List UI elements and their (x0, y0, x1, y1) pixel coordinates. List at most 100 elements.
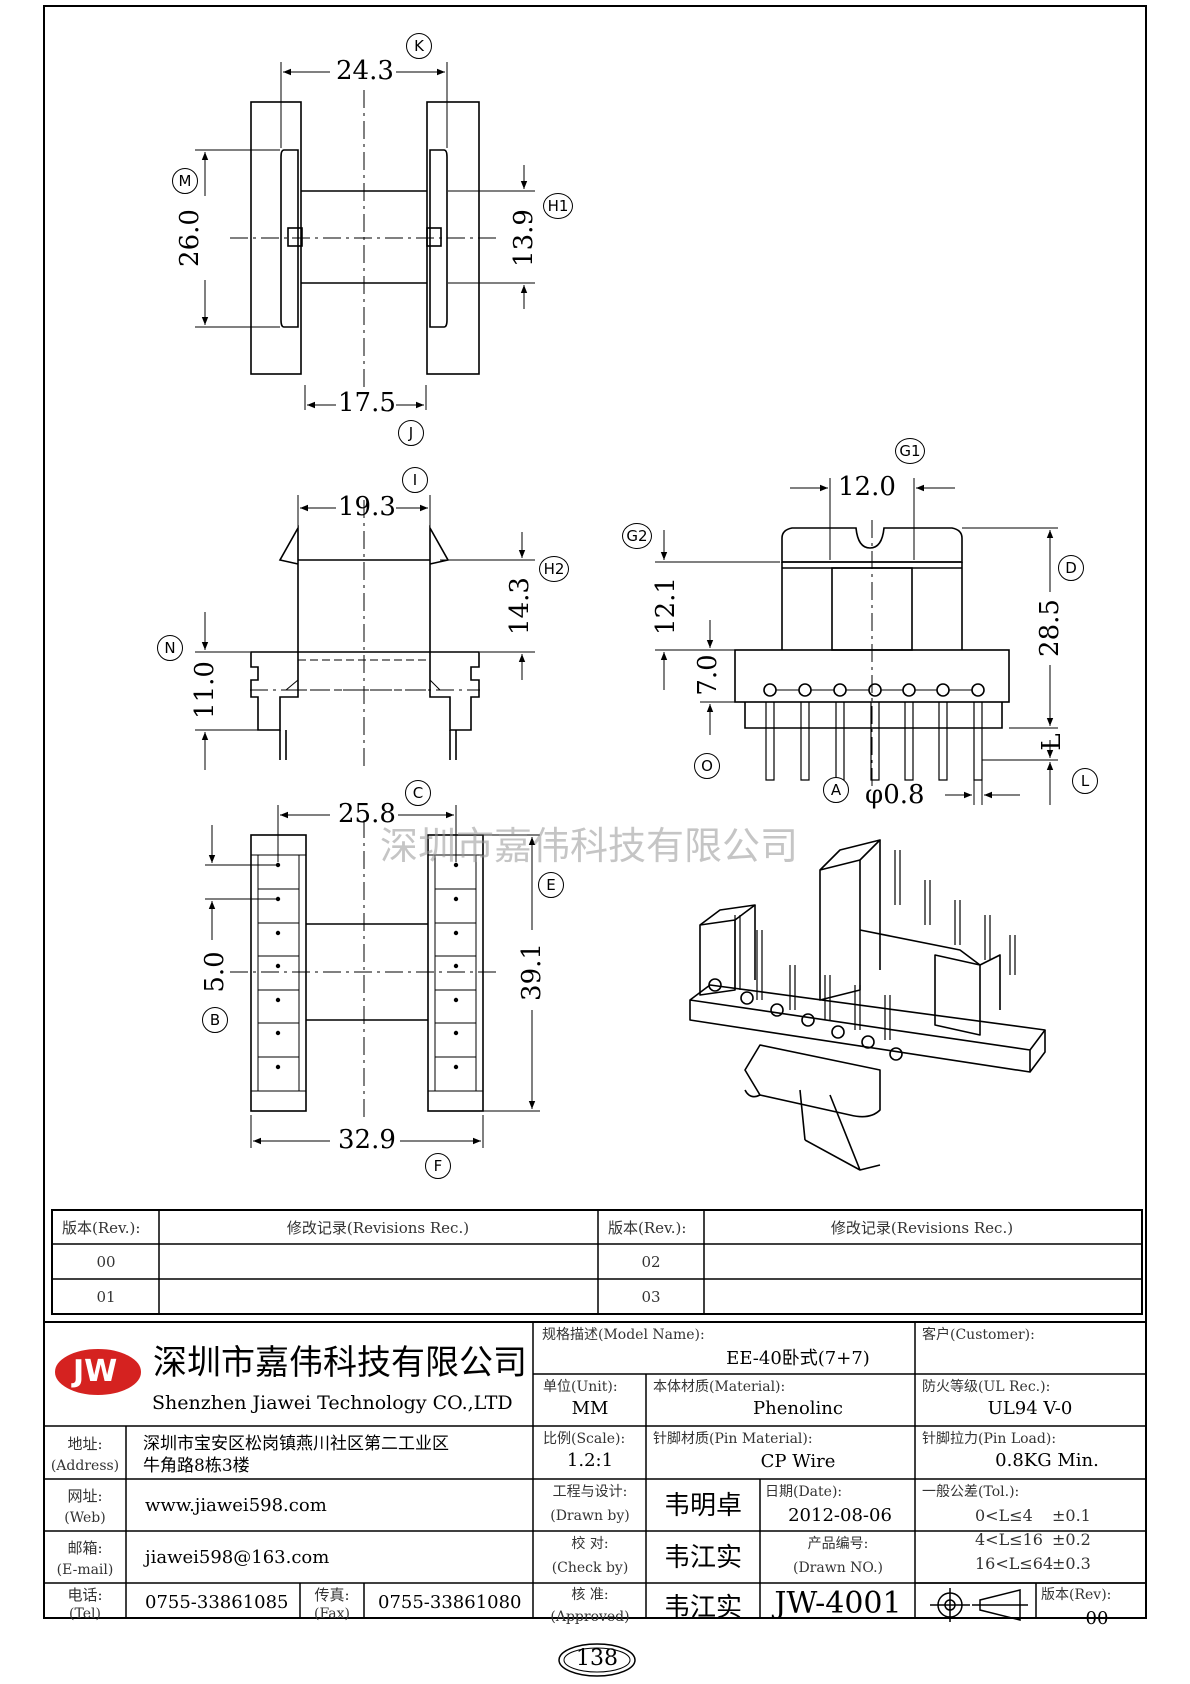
dim-c-value: 25.8 (338, 799, 396, 829)
web-label-en: (Web) (64, 1510, 106, 1526)
pin-load-value: 0.8KG Min. (995, 1450, 1099, 1471)
approved-by-value: 韦江实 (663, 1593, 743, 1623)
dim-e-value: 39.1 (517, 943, 547, 1001)
material-value: Phenolinc (753, 1398, 843, 1419)
ref-label-l: L (1072, 768, 1098, 794)
ref-label-i: I (402, 467, 428, 493)
company-watermark: 深圳市嘉伟科技有限公司 (380, 824, 799, 868)
email-label-en: (E-mail) (56, 1562, 114, 1578)
tol-range-3: 16<L≤64 (975, 1554, 1054, 1573)
ref-label-k: K (406, 33, 432, 59)
ref-label-g1: G1 (895, 438, 925, 464)
ref-label-c: C (405, 780, 431, 806)
model-value: EE-40卧式(7+7) (726, 1348, 870, 1369)
scale-label: 比例(Scale): (543, 1431, 626, 1447)
dim-n-value: 11.0 (190, 661, 220, 719)
approve-label-en: (Approved) (550, 1609, 630, 1625)
rev-row-01: 01 (96, 1288, 116, 1306)
drawing-number: JW-4001 (774, 1586, 902, 1621)
company-name-en: Shenzhen Jiawei Technology CO.,LTD (152, 1392, 513, 1414)
tel-label: 电话: (67, 1586, 103, 1604)
pin-material-value: CP Wire (760, 1451, 836, 1472)
rev-row-00: 00 (96, 1253, 116, 1271)
ref-label-h2: H2 (539, 556, 569, 582)
ref-label-e: E (538, 872, 564, 898)
address-line-2: 牛角路8栋3楼 (143, 1456, 250, 1476)
dim-l-value: L (1037, 733, 1067, 751)
dim-i-value: 19.3 (338, 492, 396, 522)
dim-j-value: 17.5 (338, 388, 396, 418)
dim-d-value: 28.5 (1035, 599, 1065, 657)
rev-value: 00 (1085, 1608, 1109, 1629)
dim-o-value: 7.0 (693, 654, 723, 696)
fax-label: 传真: (314, 1586, 350, 1604)
dim-f-value: 32.9 (338, 1125, 396, 1155)
ref-label-h1: H1 (543, 193, 573, 219)
email-label: 邮箱: (67, 1539, 103, 1557)
email-link[interactable]: jiawei598@163.com (145, 1547, 330, 1568)
tol-range-2: 4<L≤16 (975, 1530, 1043, 1549)
projection-symbol-icon (930, 1588, 1028, 1622)
rev-header-right: 版本(Rev.): (608, 1219, 687, 1237)
tol-range-1: 0<L≤4 (975, 1506, 1033, 1525)
dim-h2-value: 14.3 (505, 577, 535, 635)
tol-value-3: ±0.3 (1052, 1554, 1091, 1573)
dim-g2-value: 12.1 (651, 577, 681, 635)
dim-b-value: 5.0 (200, 951, 230, 993)
tol-label: 一般公差(Tol.): (922, 1484, 1020, 1500)
ref-label-b: B (202, 1007, 228, 1033)
front-view (655, 478, 1058, 805)
dim-h1-value: 13.9 (509, 209, 539, 267)
ref-label-g2: G2 (622, 523, 652, 549)
dim-k-value: 24.3 (336, 56, 394, 86)
tol-value-1: ±0.1 (1052, 1506, 1091, 1525)
date-value: 2012-08-06 (788, 1505, 892, 1526)
isometric-view (689, 839, 1046, 1171)
web-link[interactable]: www.jiawei598.com (145, 1495, 327, 1516)
ref-label-j: J (398, 420, 424, 446)
unit-value: MM (571, 1398, 609, 1419)
rec-header-left: 修改记录(Revisions Rec.) (286, 1219, 470, 1237)
tel-label-en: (Tel) (69, 1606, 101, 1622)
ul-value: UL94 V-0 (987, 1398, 1073, 1419)
ref-label-n: N (157, 635, 183, 661)
dim-a-value: φ0.8 (865, 780, 925, 810)
page-number: 138 (576, 1646, 618, 1671)
pin-material-label: 针脚材质(Pin Material): (653, 1431, 813, 1447)
rec-header-right: 修改记录(Revisions Rec.) (830, 1219, 1014, 1237)
drawn-no-label: 产品编号: (807, 1536, 869, 1552)
rev-row-02: 02 (641, 1253, 661, 1271)
ref-label-o: O (694, 753, 720, 779)
drawn-label: 工程与设计: (552, 1484, 628, 1500)
logo-text: JW (73, 1354, 118, 1389)
top-view (195, 62, 535, 410)
address-label: 地址: (67, 1435, 103, 1453)
side-view (195, 495, 535, 770)
bottom-view (205, 805, 540, 1148)
rev-header-left: 版本(Rev.): (62, 1219, 141, 1237)
ul-label: 防火等级(UL Rec.): (922, 1379, 1051, 1395)
drawn-no-label-en: (Drawn NO.) (793, 1560, 883, 1576)
material-label: 本体材质(Material): (653, 1379, 786, 1395)
address-label-en: (Address) (50, 1458, 120, 1474)
dim-m-value: 26.0 (175, 209, 205, 267)
logo-emblem (53, 1347, 143, 1397)
ref-label-d: D (1058, 555, 1084, 581)
check-by-value: 韦江实 (663, 1543, 743, 1573)
rev-row-03: 03 (641, 1288, 661, 1306)
scale-value: 1.2:1 (566, 1450, 614, 1471)
rev-label: 版本(Rev): (1041, 1587, 1112, 1603)
address-line-1: 深圳市宝安区松岗镇燕川社区第二工业区 (143, 1434, 449, 1454)
pins (765, 702, 983, 781)
page-number-badge (558, 1643, 636, 1677)
drawn-label-en: (Drawn by) (550, 1508, 630, 1524)
title-block-grid (43, 1321, 1147, 1619)
tel-value: 0755-33861085 (145, 1592, 289, 1613)
tol-value-2: ±0.2 (1052, 1530, 1091, 1549)
ref-label-a: A (823, 777, 849, 803)
unit-label: 单位(Unit): (543, 1379, 618, 1395)
check-label-en: (Check by) (551, 1560, 629, 1576)
model-label: 规格描述(Model Name): (542, 1327, 705, 1343)
date-label: 日期(Date): (765, 1484, 843, 1500)
